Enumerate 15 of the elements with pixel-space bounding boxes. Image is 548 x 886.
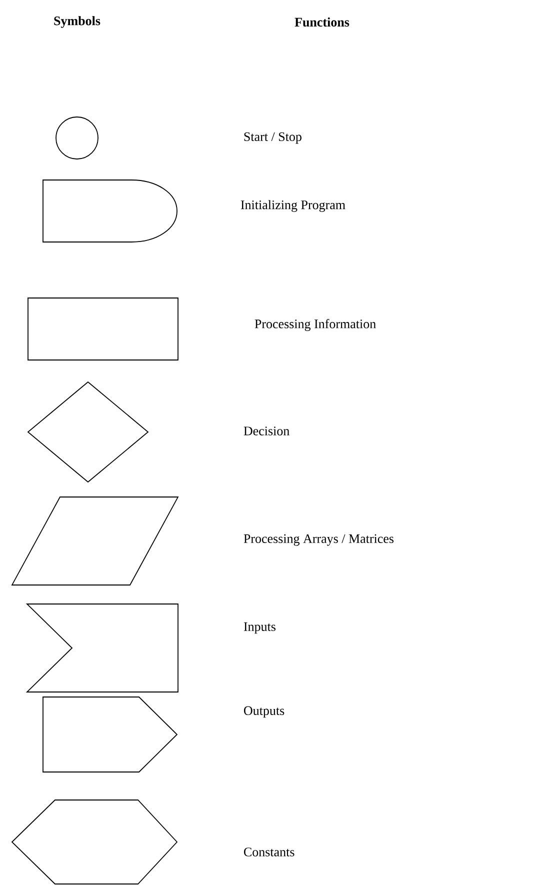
function-label: Decision: [244, 426, 290, 436]
function-label: Inputs: [244, 622, 276, 634]
pentagon-symbol: [42, 696, 178, 772]
function-label: Outputs: [244, 706, 284, 718]
box-symbol: [28, 298, 178, 360]
function-label: Start / Stop: [244, 132, 302, 144]
notch-symbol: [26, 604, 178, 692]
column-heading: Symbols: [54, 16, 100, 28]
function-label: Processing Arrays / Matrices: [244, 534, 394, 546]
function-label: Constants: [244, 848, 294, 856]
delay-symbol: [42, 180, 178, 242]
circle-symbol: [56, 116, 98, 160]
function-label: Initializing Program: [240, 200, 346, 212]
function-label: Processing Information: [254, 319, 376, 331]
column-heading: Functions: [294, 17, 350, 27]
